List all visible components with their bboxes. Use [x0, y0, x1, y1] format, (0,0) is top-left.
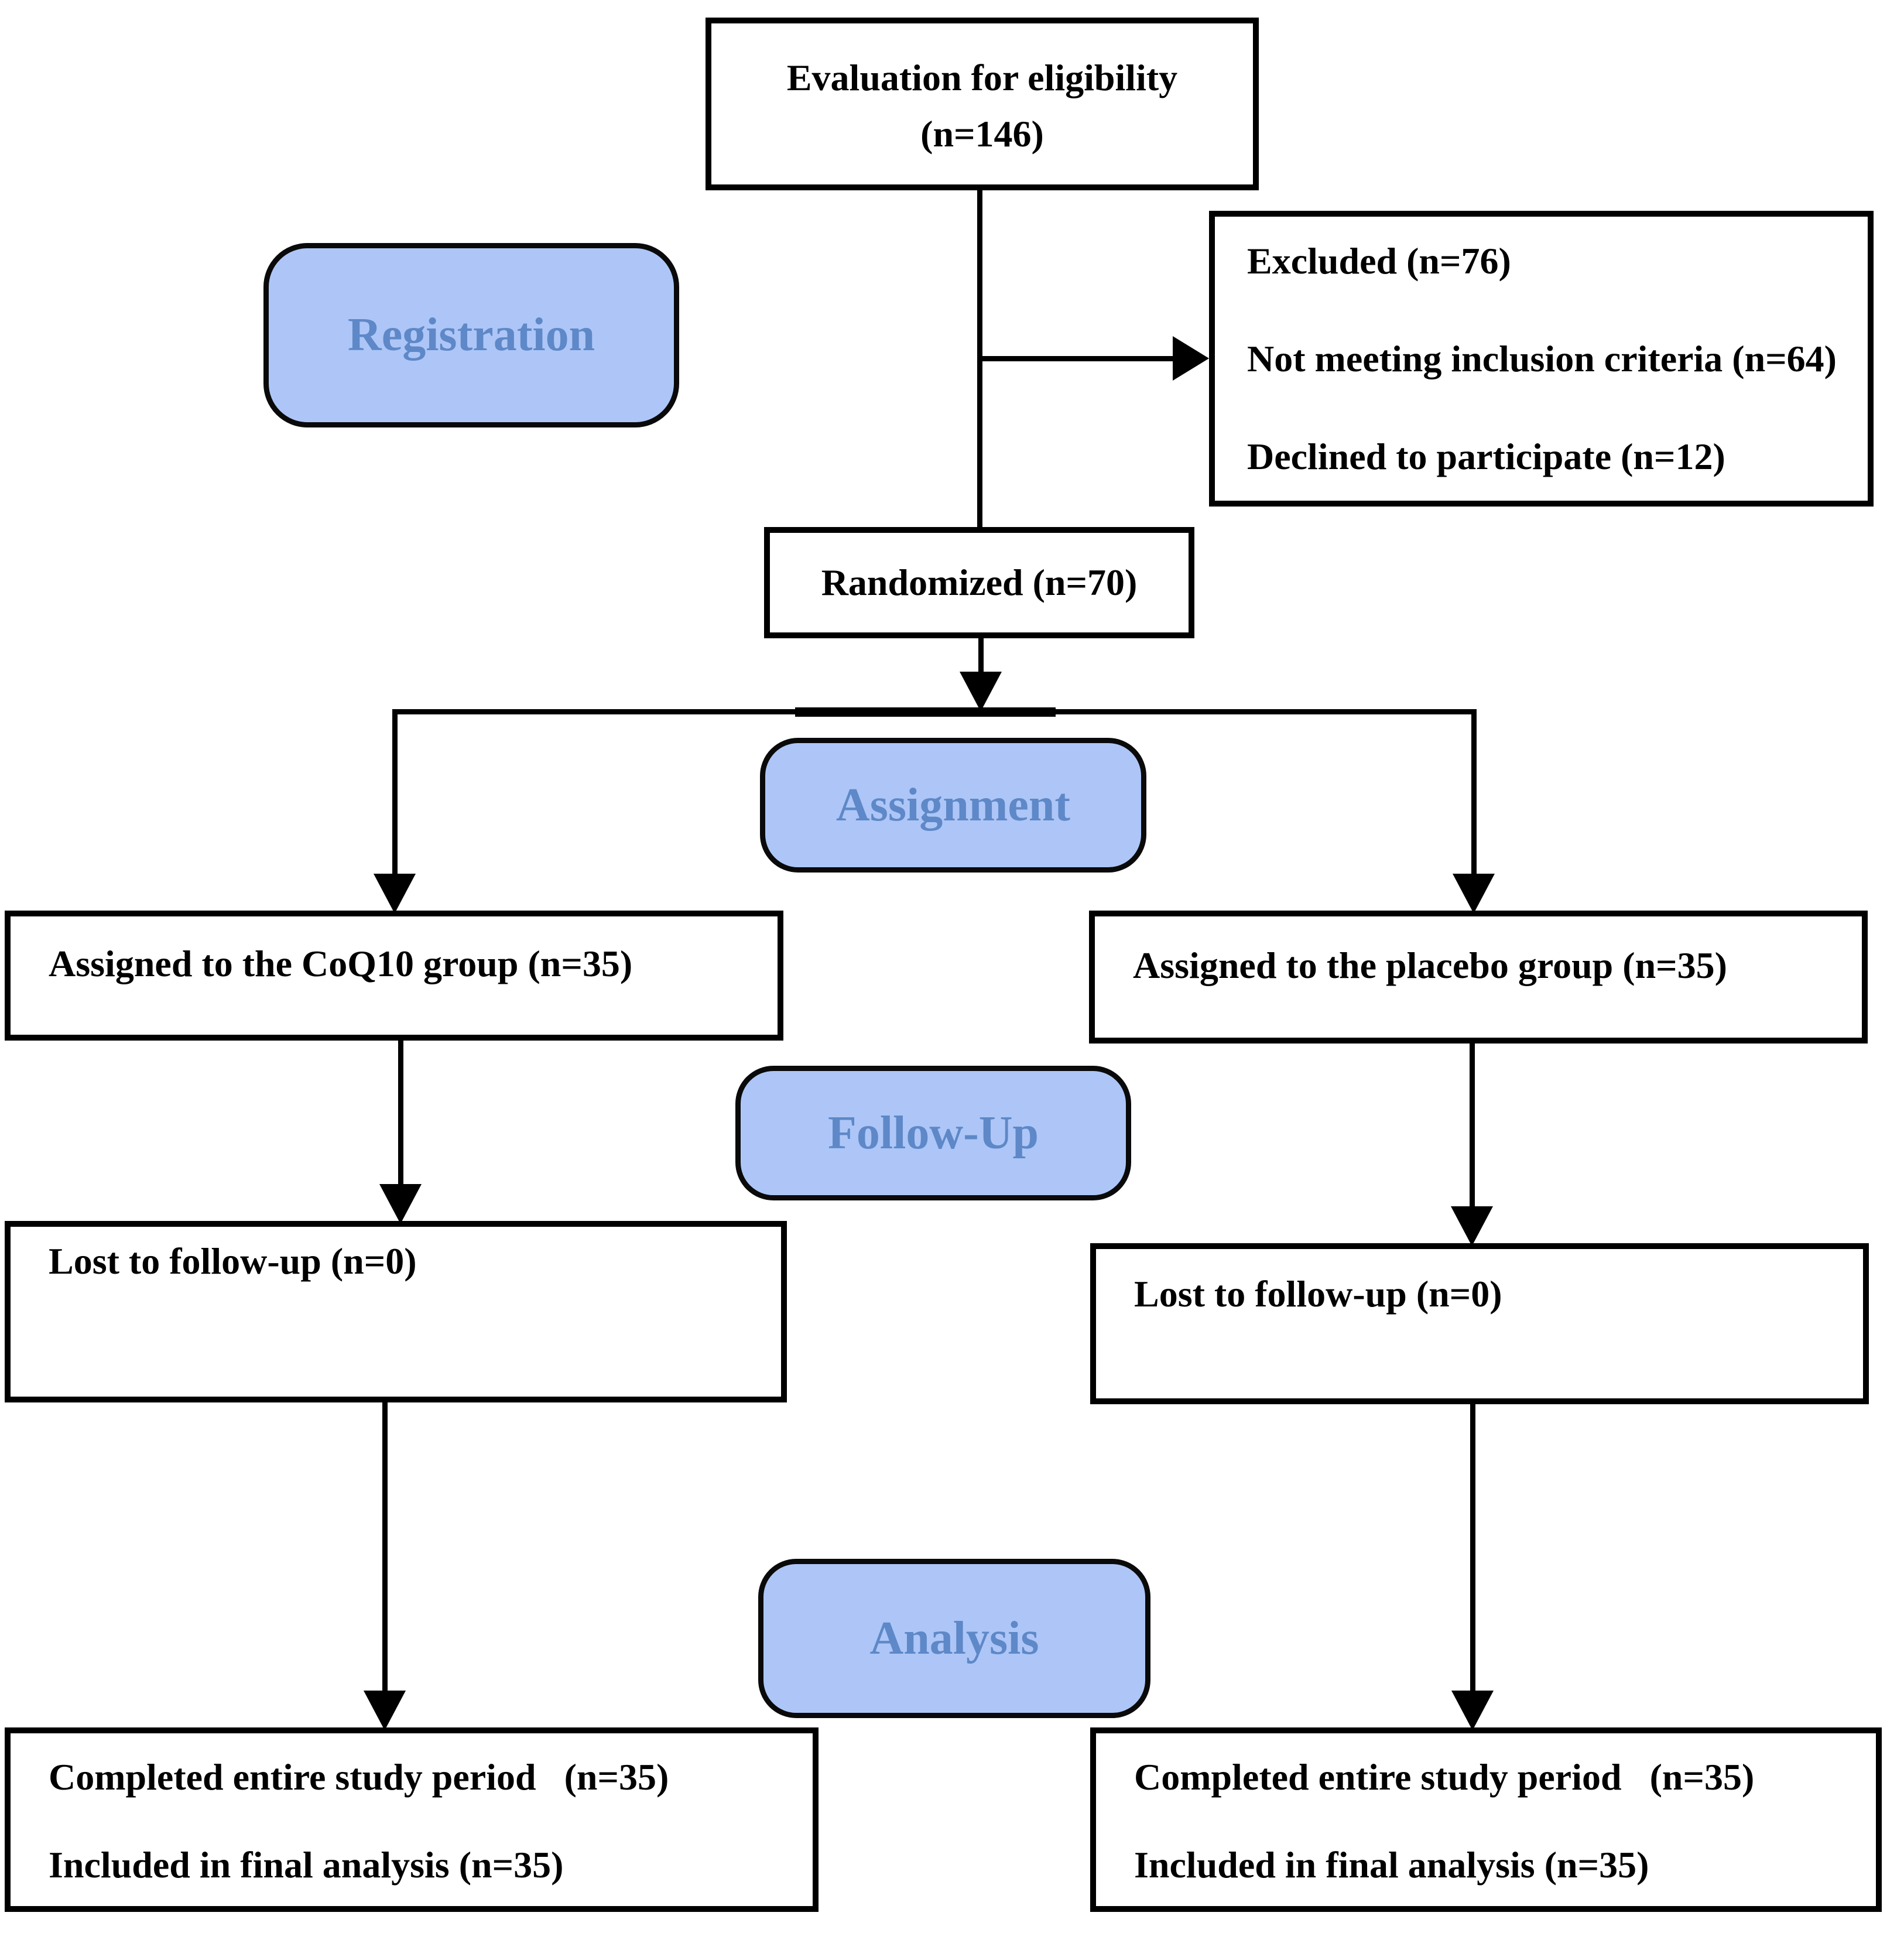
assigned-coq10-box: Assigned to the CoQ10 group (n=35): [5, 911, 783, 1041]
excluded-line1: Excluded (n=76): [1247, 240, 1511, 282]
connector-split-assigned-placebo: [1471, 711, 1477, 877]
completed-coq10-line1: Completed entire study period (n=35): [49, 1756, 669, 1798]
stage-followup: Follow-Up: [735, 1066, 1131, 1200]
stage-analysis-label: Analysis: [869, 1612, 1039, 1664]
excluded-line3: Declined to participate (n=12): [1247, 436, 1725, 477]
excluded-line2: Not meeting inclusion criteria (n=64): [1247, 338, 1837, 379]
arrowhead-right-excluded-icon: [1173, 336, 1209, 381]
lost-coq10-box: Lost to follow-up (n=0): [5, 1221, 787, 1402]
stage-registration-label: Registration: [347, 309, 595, 361]
stage-registration: Registration: [263, 243, 679, 427]
arrowhead-down-assigned-coq10-icon: [374, 874, 416, 914]
arrowhead-down-assigned-placebo-icon: [1453, 874, 1495, 914]
assigned-placebo-box: Assigned to the placebo group (n=35): [1089, 911, 1868, 1044]
arrowhead-down-lost-coq10-icon: [379, 1184, 422, 1224]
stage-assignment-label: Assignment: [835, 779, 1071, 831]
arrowhead-down-lost-placebo-icon: [1451, 1206, 1493, 1246]
stage-followup-label: Follow-Up: [828, 1107, 1039, 1159]
randomized-box: Randomized (n=70): [764, 527, 1194, 638]
connector-assigned-lost-placebo: [1470, 1044, 1475, 1207]
assigned-coq10-label: Assigned to the CoQ10 group (n=35): [49, 943, 633, 984]
lost-placebo-box: Lost to follow-up (n=0): [1090, 1243, 1869, 1404]
arrowhead-down-completed-placebo-icon: [1451, 1691, 1494, 1730]
connector-split-assigned-coq10: [392, 711, 398, 877]
eligibility-line2: (n=146): [920, 113, 1044, 155]
connector-lost-completed-coq10: [382, 1402, 388, 1694]
lost-coq10-label: Lost to follow-up (n=0): [49, 1240, 417, 1282]
arrowhead-down-completed-coq10-icon: [364, 1691, 406, 1730]
completed-placebo-line2: Included in final analysis (n=35): [1134, 1844, 1649, 1886]
eligibility-line1: Evaluation for eligibility: [786, 57, 1178, 98]
connector-lost-completed-placebo: [1470, 1404, 1475, 1694]
completed-placebo-box: Completed entire study period (n=35) Inc…: [1090, 1727, 1882, 1912]
completed-placebo-line1: Completed entire study period (n=35): [1134, 1756, 1755, 1798]
eligibility-box: Evaluation for eligibility (n=146): [706, 18, 1259, 190]
connector-excluded-branch: [978, 356, 1174, 361]
assigned-placebo-label: Assigned to the placebo group (n=35): [1133, 944, 1727, 986]
excluded-box: Excluded (n=76) Not meeting inclusion cr…: [1209, 211, 1874, 507]
stage-analysis: Analysis: [758, 1559, 1150, 1718]
lost-placebo-label: Lost to follow-up (n=0): [1134, 1273, 1502, 1315]
connector-randomized-split: [978, 637, 984, 675]
connector-assigned-lost-coq10: [398, 1041, 403, 1188]
completed-coq10-box: Completed entire study period (n=35) Inc…: [5, 1727, 819, 1912]
arrowhead-down-split-icon: [960, 672, 1002, 711]
completed-coq10-line2: Included in final analysis (n=35): [49, 1844, 564, 1886]
randomized-label: Randomized (n=70): [821, 562, 1138, 603]
split-line-thick-segment: [795, 707, 1056, 717]
stage-assignment: Assignment: [760, 738, 1146, 873]
